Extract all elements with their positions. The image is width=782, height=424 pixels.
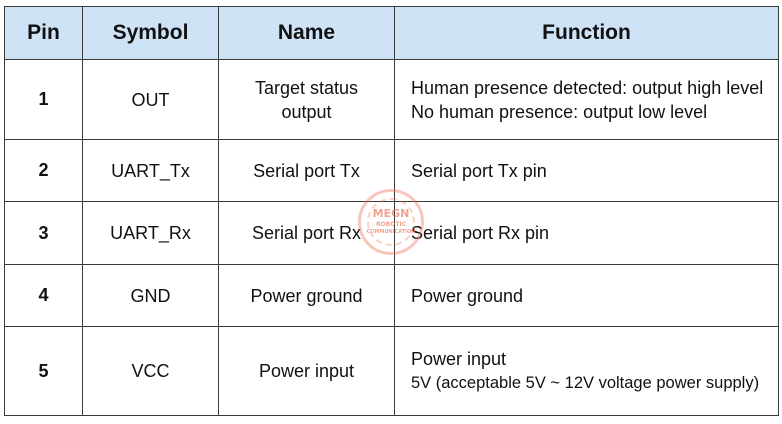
pin-number: 1 bbox=[4, 59, 83, 140]
pin-function: Power ground bbox=[394, 264, 779, 327]
table-row: 2 UART_Tx Serial port Tx Serial port Tx … bbox=[4, 139, 779, 202]
pin-name: Serial port Rx bbox=[218, 201, 395, 265]
pin-number: 3 bbox=[4, 201, 83, 265]
table-row: 1 OUT Target status output Human presenc… bbox=[4, 59, 779, 140]
pin-symbol: VCC bbox=[82, 326, 219, 416]
pin-name: Power input bbox=[218, 326, 395, 416]
pin-number: 2 bbox=[4, 139, 83, 202]
pin-function: Human presence detected: output high lev… bbox=[394, 59, 779, 140]
pin-description-table: Pin Symbol Name Function 1 OUT Target st… bbox=[4, 6, 779, 416]
table-row: 4 GND Power ground Power ground bbox=[4, 264, 779, 327]
pin-symbol: UART_Tx bbox=[82, 139, 219, 202]
header-pin: Pin bbox=[4, 6, 83, 60]
pin-name: Serial port Tx bbox=[218, 139, 395, 202]
table-row: 3 UART_Rx Serial port Rx Serial port Rx … bbox=[4, 201, 779, 265]
pin-name: Target status output bbox=[218, 59, 395, 140]
pin-name-line: Target status bbox=[254, 77, 359, 98]
pin-function-line: Power input bbox=[411, 349, 507, 369]
pin-function-line: Human presence detected: output high lev… bbox=[411, 77, 764, 98]
pin-function-line: No human presence: output low level bbox=[411, 101, 708, 122]
header-symbol: Symbol bbox=[82, 6, 219, 60]
pin-function: Power input 5V (acceptable 5V ~ 12V volt… bbox=[394, 326, 779, 416]
pin-number: 5 bbox=[4, 326, 83, 416]
table-row: 5 VCC Power input Power input 5V (accept… bbox=[4, 326, 779, 416]
pin-symbol: GND bbox=[82, 264, 219, 327]
pin-number: 4 bbox=[4, 264, 83, 327]
header-row: Pin Symbol Name Function bbox=[4, 6, 779, 60]
pin-symbol: UART_Rx bbox=[82, 201, 219, 265]
header-function: Function bbox=[394, 6, 779, 60]
header-name: Name bbox=[218, 6, 395, 60]
pin-symbol: OUT bbox=[82, 59, 219, 140]
pin-function: Serial port Tx pin bbox=[394, 139, 779, 202]
pin-name: Power ground bbox=[218, 264, 395, 327]
pin-function-line: 5V (acceptable 5V ~ 12V voltage power su… bbox=[411, 374, 760, 392]
pin-name-line: output bbox=[281, 101, 332, 122]
pin-function: Serial port Rx pin bbox=[394, 201, 779, 265]
